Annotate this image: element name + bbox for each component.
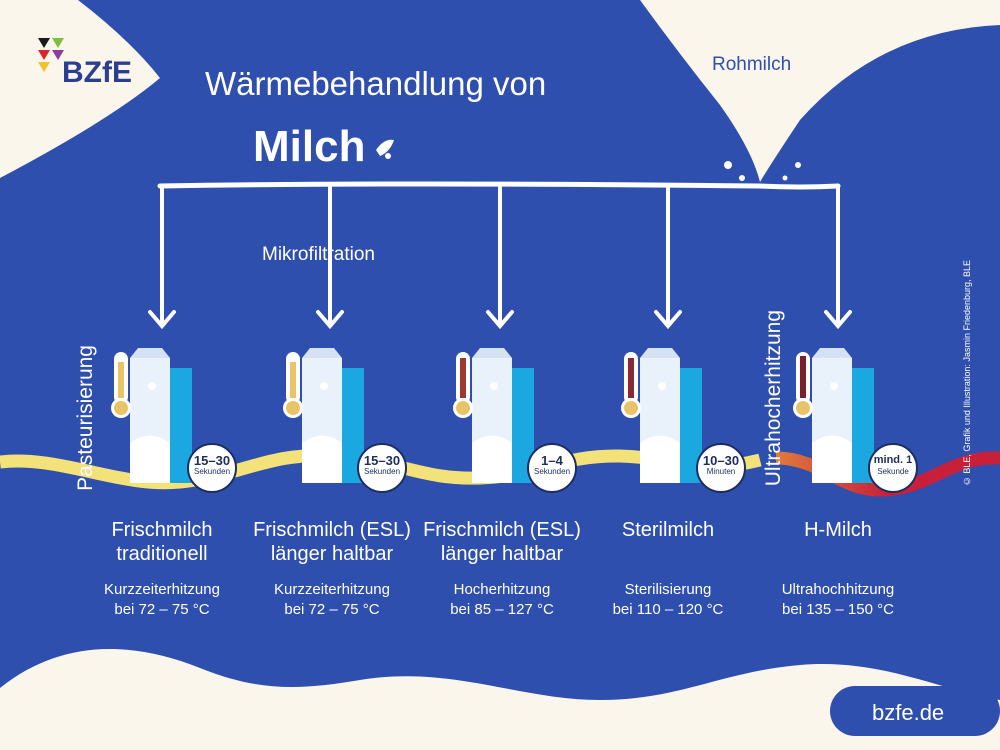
arrow-icon	[824, 186, 852, 330]
process-temperature: bei 72 – 75 °C	[284, 601, 380, 618]
thermometer-icon	[453, 352, 473, 418]
website-link[interactable]: bzfe.de	[872, 700, 945, 725]
process-temperature: bei 72 – 75 °C	[114, 601, 210, 618]
page-title: Wärmebehandlung von	[205, 65, 547, 102]
logo-text: BZfE	[62, 56, 132, 89]
product-name: Frischmilch traditionell	[72, 518, 252, 566]
process-name: Sterilisierung	[624, 581, 712, 598]
product-name: Frischmilch (ESL) länger haltbar	[412, 518, 592, 566]
arrow-icon	[316, 186, 344, 330]
splash-drop	[782, 175, 788, 181]
splash-drop	[795, 162, 801, 168]
milk-carton-5	[812, 348, 874, 483]
process-name: Kurzzeiterhitzung	[104, 581, 220, 598]
arrow-icon	[654, 186, 682, 330]
product-name-line2: länger haltbar	[440, 543, 564, 565]
process-description: Sterilisierung bei 110 – 120 °C	[578, 580, 758, 620]
process-temperature: bei 135 – 150 °C	[782, 601, 894, 618]
splash-drop	[724, 161, 732, 169]
temperature-wave-high	[775, 451, 1000, 497]
product-name-line2: traditionell	[116, 543, 208, 565]
arrow-icon	[486, 186, 514, 330]
raw-milk-label: Rohmilch	[712, 54, 792, 75]
product-name-line1: Frischmilch	[111, 519, 213, 541]
process-name: Hocherhitzung	[453, 581, 551, 598]
milk-carton-4	[640, 348, 702, 483]
process-name: Kurzzeiterhitzung	[274, 581, 390, 598]
process-description: Ultrahochhitzung bei 135 – 150 °C	[748, 580, 928, 620]
product-name-line1: Frischmilch (ESL)	[253, 519, 411, 541]
milk-carton-2	[302, 348, 364, 483]
thermometer-icon	[283, 352, 303, 418]
milk-carton-1	[130, 348, 192, 483]
pasteurization-label: Pasteurisierung	[74, 345, 97, 491]
arrow-icon	[148, 186, 176, 330]
milk-drop-icon	[385, 153, 391, 159]
ultra-heating-label: Ultrahocherhitzung	[762, 310, 785, 487]
thermometer-icon	[111, 352, 131, 418]
distribution-pipe	[157, 181, 841, 190]
product-name-line1: H-Milch	[804, 519, 872, 541]
thermometer-icon	[793, 352, 813, 418]
copyright-note: © BLE, Grafik und Illustration: Jasmin F…	[962, 260, 972, 487]
logo-corner-shape	[0, 0, 160, 178]
process-temperature: bei 85 – 127 °C	[450, 601, 554, 618]
product-name-line1: Sterilmilch	[621, 519, 715, 541]
product-name: Frischmilch (ESL) länger haltbar	[242, 518, 422, 566]
process-temperature: bei 110 – 120 °C	[612, 601, 724, 618]
process-description: Kurzzeiterhitzung bei 72 – 75 °C	[72, 580, 252, 620]
process-name: Ultrahochhitzung	[781, 581, 895, 598]
microfiltration-label: Mikrofiltration	[262, 244, 375, 265]
process-description: Hocherhitzung bei 85 – 127 °C	[412, 580, 592, 620]
splash-drop	[739, 175, 745, 181]
process-description: Kurzzeiterhitzung bei 72 – 75 °C	[242, 580, 422, 620]
bzfe-logo-icon	[38, 38, 64, 72]
product-name: Sterilmilch	[578, 518, 758, 542]
product-name-line2: länger haltbar	[270, 543, 394, 565]
bottom-wave	[0, 649, 1000, 750]
product-name-line1: Frischmilch (ESL)	[423, 519, 581, 541]
product-name: H-Milch	[748, 518, 928, 542]
thermometer-icon	[621, 352, 641, 418]
milk-drop-icon	[376, 139, 394, 156]
raw-milk-pour	[640, 0, 1000, 182]
website-pill	[830, 686, 1000, 736]
milk-carton-3	[472, 348, 534, 483]
page-title-emphasis: Milch	[253, 122, 366, 171]
